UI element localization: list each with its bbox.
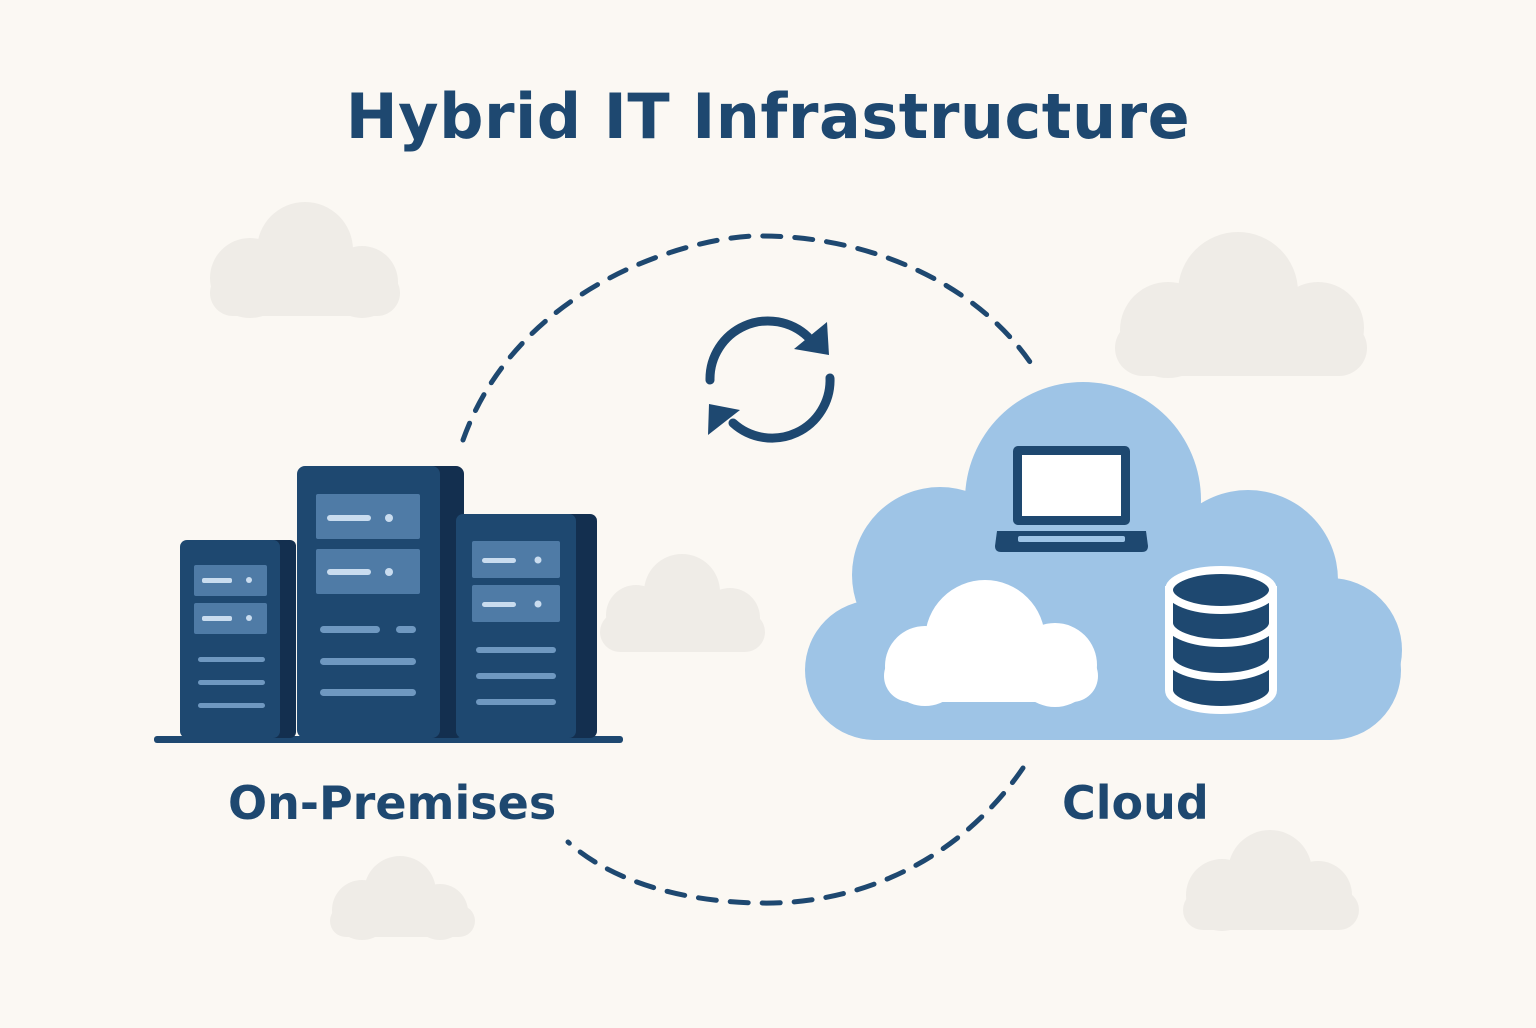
decor-cloud-bottom-left bbox=[330, 856, 475, 940]
small-white-cloud bbox=[884, 580, 1098, 707]
cloud-icon bbox=[805, 382, 1402, 740]
dashed-arc-top bbox=[460, 233, 1033, 443]
server-right bbox=[456, 514, 597, 738]
dashed-arc-bottom bbox=[565, 765, 1026, 906]
decor-cloud-bottom-right bbox=[1183, 830, 1359, 931]
sync-arrows-icon bbox=[705, 316, 835, 443]
cloud-label: Cloud bbox=[1062, 776, 1209, 830]
server-center bbox=[297, 466, 464, 738]
database-icon bbox=[1165, 566, 1277, 714]
server-rack-icon bbox=[154, 466, 623, 743]
decorative-clouds bbox=[210, 202, 1367, 940]
laptop-icon bbox=[995, 446, 1148, 552]
decor-cloud-top-left bbox=[210, 202, 400, 318]
diagram-title: Hybrid IT Infrastructure bbox=[345, 80, 1191, 153]
server-left bbox=[180, 540, 296, 738]
on-premises-label: On-Premises bbox=[228, 776, 557, 830]
decor-cloud-middle bbox=[600, 554, 765, 652]
decor-cloud-top-right bbox=[1115, 232, 1367, 378]
